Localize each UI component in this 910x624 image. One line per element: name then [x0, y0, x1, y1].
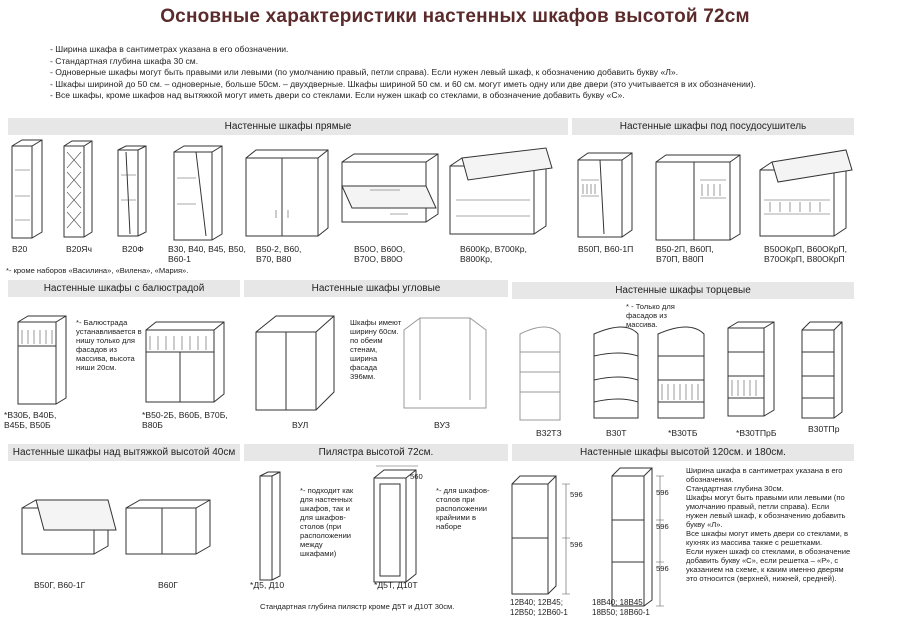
end-note: * - Только для фасадов из массива.	[626, 302, 675, 329]
section-heading-balustrade: Настенные шкафы с балюстрадой	[8, 280, 240, 297]
cabinet-b50g-drawing	[21, 499, 117, 555]
pilaster-footer: Стандартная глубина пилястр кроме Д5Т и …	[260, 602, 455, 611]
straight-footnote: *- кроме наборов «Василина», «Вилена», «…	[6, 266, 189, 275]
label-b30tb: *В30ТБ	[668, 428, 698, 438]
pilaster-note-1: *- подходит как для настенных шкафов, та…	[300, 486, 354, 558]
label-b50p: В50П, В60-1П	[578, 244, 634, 254]
section-heading-dryer: Настенные шкафы под посудосушитель	[572, 118, 854, 135]
label-b50okrp: В50ОКрП, В60ОКрП, В70ОКрП, В80ОКрП	[764, 244, 848, 264]
label-b30tpr: В30ТПр	[808, 424, 840, 434]
pilaster-d5-drawing	[259, 471, 281, 581]
label-b20f: В20Ф	[122, 244, 144, 254]
label-b50-2b: *В50-2Б, В60Б, В70Б, В80Б	[142, 410, 228, 430]
label-vuz: ВУЗ	[434, 420, 450, 430]
note-item: Все шкафы, кроме шкафов над вытяжкой мог…	[50, 90, 756, 102]
cabinet-b50-2-drawing	[245, 149, 329, 237]
note-item: Стандартная глубина шкафа 30 см.	[50, 56, 756, 68]
label-b30tprb: *В30ТПрБ	[736, 428, 777, 438]
corner-note: Шкафы имеют ширину 60см. по обеим стенам…	[350, 318, 402, 381]
section-heading-hood: Настенные шкафы над вытяжкой высотой 40с…	[8, 444, 240, 461]
label-b50o: В50О, В60О, В70О, В80О	[354, 244, 406, 264]
cabinet-b50-2b-drawing	[145, 321, 225, 403]
cabinet-b50p-drawing	[577, 152, 633, 238]
cabinet-b50okrp-drawing	[759, 149, 853, 237]
label-b50g: В50Г, В60-1Г	[34, 580, 86, 590]
label-b50-2: В50-2, В60, В70, В80	[256, 244, 302, 264]
label-b30t: В30Т	[606, 428, 627, 438]
dim-18b-middle: 596	[656, 522, 669, 531]
dim-12b-top: 596	[570, 490, 583, 499]
cabinet-b32tz-drawing	[519, 326, 561, 421]
dim-12b-bottom: 596	[570, 540, 583, 549]
cabinet-b20ya-drawing	[63, 140, 93, 238]
cabinet-b30-drawing	[173, 145, 223, 241]
pilaster-note-2: *- для шкафов-столов при расположении кр…	[436, 486, 490, 531]
note-item: Шкафы шириной до 50 см. – одноверные, бо…	[50, 79, 756, 91]
cabinet-b20-drawing	[11, 139, 43, 239]
section-heading-end: Настенные шкафы торцевые	[512, 282, 854, 299]
section-heading-pilaster: Пилястра высотой 72см.	[244, 444, 508, 461]
general-notes: Ширина шкафа в сантиметрах указана в его…	[50, 44, 756, 102]
label-b32tz: В32ТЗ	[536, 428, 562, 438]
section-heading-corner: Настенные шкафы угловые	[244, 280, 508, 297]
dim-18b-top: 596	[656, 488, 669, 497]
label-b30: В30, В40, В45, В50, В60-1	[168, 244, 246, 264]
tall-info: Ширина шкафа в сантиметрах указана в его…	[686, 466, 851, 583]
cabinet-b60g-drawing	[125, 499, 211, 555]
label-b60g: В60Г	[158, 580, 178, 590]
cabinet-b30tprb-drawing	[727, 321, 775, 417]
cabinet-b30tb-drawing	[657, 326, 705, 419]
note-item: Одноверные шкафы могут быть правыми или …	[50, 67, 756, 79]
note-item: Ширина шкафа в сантиметрах указана в его…	[50, 44, 756, 56]
label-b600kr: В600Кр, В700Кр, В800Кр,	[460, 244, 527, 264]
cabinet-b30t-drawing	[593, 326, 639, 419]
cabinet-vuz-drawing	[403, 317, 487, 409]
label-vul: ВУЛ	[292, 420, 309, 430]
section-heading-straight: Настенные шкафы прямые	[8, 118, 568, 135]
pilaster-dimension: 560	[410, 472, 423, 481]
page-title: Основные характеристики настенных шкафов…	[160, 6, 750, 27]
label-b20ya: В20Яч	[66, 244, 92, 254]
label-d5: *Д5, Д10	[250, 580, 285, 590]
label-d5t: *Д5Т, Д10Т	[374, 580, 418, 590]
cabinet-18b-drawing	[611, 467, 664, 607]
label-12b: 12В40; 12В45; 12В50; 12В60-1	[510, 598, 568, 617]
cabinet-b30tpr-drawing	[801, 321, 843, 419]
section-heading-tall: Настенные шкафы высотой 120см. и 180см.	[512, 444, 854, 461]
cabinet-b600kr-drawing	[449, 147, 553, 235]
label-b30b: *В30Б, В40Б, В45Б, В50Б	[4, 410, 57, 430]
cabinet-b20f-drawing	[117, 145, 147, 237]
label-18b: 18В40; 18В45; 18В50; 18В60-1	[592, 598, 650, 617]
balustrade-note: *- Балюстрада устанавливается в нишу тол…	[76, 318, 142, 372]
pilaster-d5t-drawing	[373, 465, 418, 583]
label-b50-2p: В50-2П, В60П, В70П, В80П	[656, 244, 714, 264]
cabinet-b50-2p-drawing	[655, 154, 741, 241]
cabinet-b30b-drawing	[17, 315, 67, 405]
cabinet-b50o-drawing	[341, 153, 439, 223]
dim-18b-bottom: 596	[656, 564, 669, 573]
cabinet-vul-drawing	[255, 315, 335, 411]
cabinet-12b-drawing	[511, 475, 570, 595]
label-b20: В20	[12, 244, 28, 254]
